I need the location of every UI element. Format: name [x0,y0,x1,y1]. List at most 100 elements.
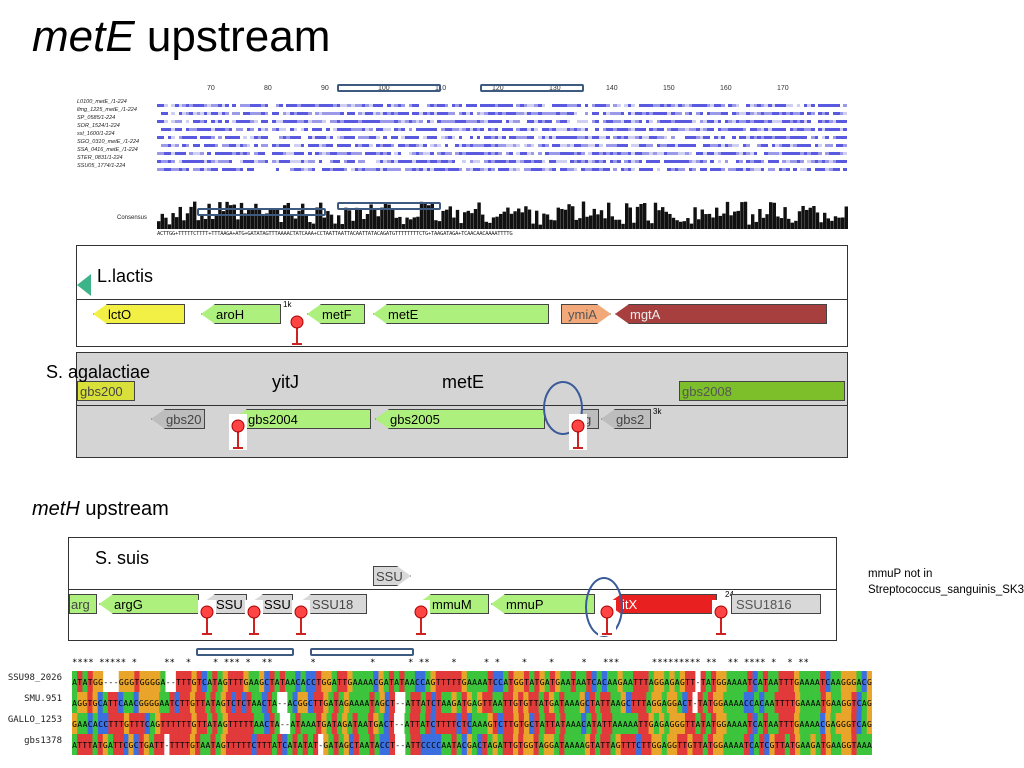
nucleotide-cell [472,671,478,692]
nucleotide-letter: T [318,699,323,708]
gene-gbs200[interactable]: gbs200 [77,381,135,401]
gene-gbs2004[interactable]: gbs2004 [233,409,371,429]
nucleotide-cell [672,734,678,755]
nucleotide-letter: A [706,720,711,729]
consensus-bar [315,207,319,229]
nucleotide-letter: A [375,699,380,708]
gene-gbs2008[interactable]: gbs2008 [679,381,845,401]
nucleotide-letter: G [154,699,159,708]
nucleotide-cell [233,671,239,692]
nucleotide-cell [274,713,281,734]
nucleotide-letter: T [119,720,124,729]
nucleotide-letter: A [758,720,763,729]
nucleotide-cell [272,734,278,755]
nucleotide-letter: G [493,741,498,750]
sequence-name: SMU.951 [24,694,62,704]
gene-mmup[interactable]: mmuP [491,594,595,614]
nucleotide-cell [383,713,390,734]
nucleotide-letter: T [779,720,784,729]
nucleotide-cell [409,671,416,692]
nucleotide-letter: A [815,678,820,687]
gene-gbs2005[interactable]: gbs2005 [375,409,545,429]
nucleotide-letter: G [667,741,672,750]
nucleotide-cell [420,713,426,734]
nucleotide-letter: G [718,699,723,708]
nucleotide-letter: C [753,720,758,729]
nucleotide-letter: T [600,699,605,708]
nucleotide-cell [773,713,779,734]
gene-aroh[interactable]: aroH [201,304,281,324]
nucleotide-letter: A [612,678,617,687]
nucleotide-cell [395,734,401,755]
nucleotide-cell [323,734,329,755]
nucleotide-cell [277,734,283,755]
sequence-name: STER_0831/1-224 [77,155,123,161]
gene-ssu18[interactable]: SSU18 [297,594,367,614]
nucleotide-cell [310,671,317,692]
gene-gbs2[interactable]: gbs2 [601,409,651,429]
nucleotide-letter: A [129,699,134,708]
nucleotide-cell [762,671,769,692]
nucleotide-cell [687,734,693,755]
terminator-icon [229,414,247,450]
nucleotide-cell [378,713,384,734]
nucleotide-letter: A [359,741,364,750]
nucleotide-cell [212,713,218,734]
gene-lcto[interactable]: lctO [93,304,185,324]
nucleotide-letter: T [621,741,626,750]
consensus-bar [812,206,816,229]
consensus-sequence: ACTTGG+TTTTTCTTTT+TTTAAGA+ATG+GATATAGTTT… [157,231,513,237]
consensus-bar [499,213,503,229]
nucleotide-cell [357,671,364,692]
consensus-bar [304,214,308,229]
consensus-bar [610,216,614,229]
gene-metf[interactable]: metF [307,304,365,324]
consensus-bar [412,217,416,229]
nucleotide-cell [661,692,668,713]
gene-ssu1816[interactable]: SSU1816 [731,594,821,614]
nucleotide-cell [636,734,642,755]
gene-argg[interactable]: argG [99,594,199,614]
nucleotide-letter: A [405,678,410,687]
nucleotide-cell [789,692,796,713]
nucleotide-letter: T [685,720,690,729]
nucleotide-cell [373,713,379,734]
nucleotide-letter: T [197,678,202,687]
nucleotide-cell [272,692,278,713]
nucleotide-letter: T [744,741,749,750]
nucleotide-cell [251,692,257,713]
nucleotide-cell [815,734,822,755]
nucleotide-cell [77,671,83,692]
nucleotide-cell [523,713,530,734]
gene-ymia[interactable]: ymiA [561,304,611,324]
nucleotide-cell [579,692,586,713]
gene-mgta[interactable]: mgtA [615,304,827,324]
gene-mmum[interactable]: mmuM [417,594,489,614]
gene-arg[interactable]: arg [69,594,97,614]
nucleotide-letter: G [659,678,664,687]
nucleotide-letter: T [154,741,159,750]
gene-itx[interactable]: itX [607,594,717,614]
consensus-bar [517,208,521,229]
gene-ssu-top[interactable]: SSU [373,566,411,586]
nucleotide-cell [554,692,560,713]
nucleotide-letter: A [737,720,742,729]
consensus-bar [733,211,737,229]
nucleotide-letter: T [535,720,540,729]
sequence-row [157,107,847,115]
nucleotide-letter: T [249,720,254,729]
gene-gbs20[interactable]: gbs20 [151,409,205,429]
nucleotide-cell [189,692,196,713]
nucleotide-letter: A [633,720,638,729]
gene-mete[interactable]: metE [373,304,549,324]
nucleotide-cell [564,734,570,755]
nucleotide-letter: T [226,741,231,750]
nucleotide-cell [731,671,738,692]
nucleotide-letter: G [716,720,721,729]
nucleotide-cell [72,734,78,755]
nucleotide-letter: A [539,699,544,708]
nucleotide-letter: T [247,741,252,750]
nucleotide-letter: G [322,720,327,729]
nucleotide-letter: T [185,699,190,708]
